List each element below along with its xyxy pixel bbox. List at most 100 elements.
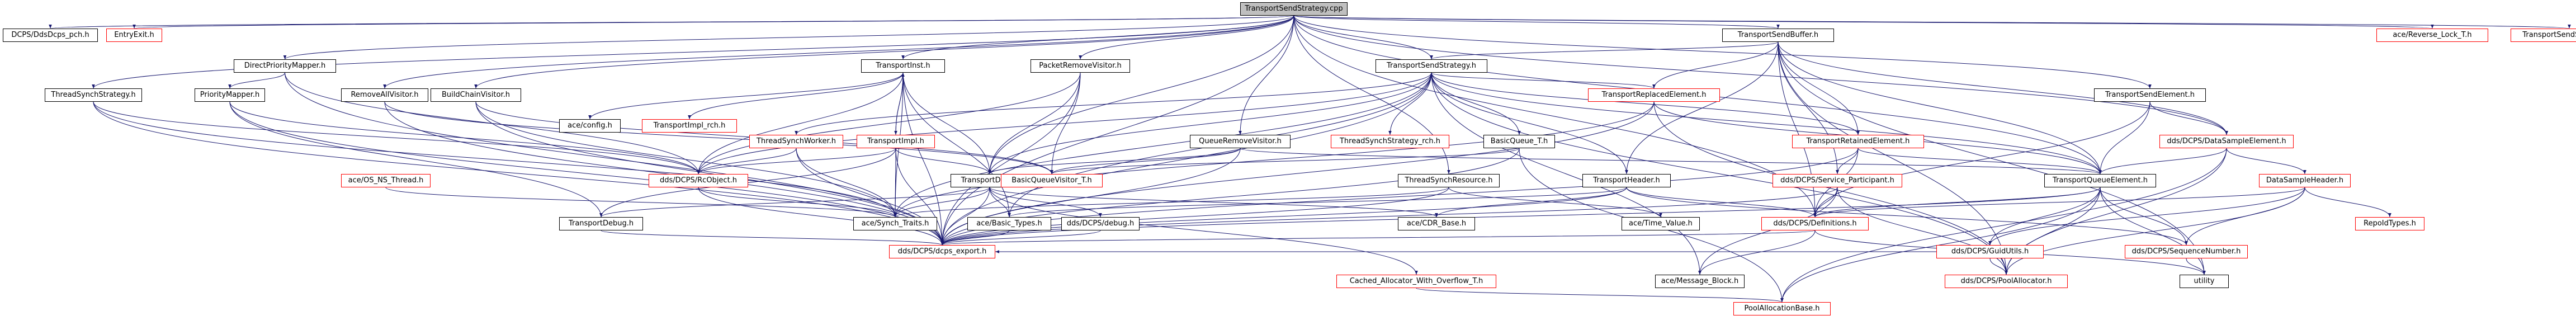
graph-node-dpm[interactable]: DirectPriorityMapper.h [234,59,336,73]
graph-node-pab[interactable]: PoolAllocationBase.h [1733,302,1831,315]
graph-node-synch[interactable]: ace/Synch_Traits.h [853,217,937,230]
graph-node-seqnum[interactable]: dds/DCPS/SequenceNumber.h [2125,245,2248,258]
edge-tsr-to-acetime [1449,187,1662,217]
graph-node-tinst[interactable]: TransportInst.h [861,59,945,73]
edge-timpl-to-synch [894,148,897,217]
graph-node-defs[interactable]: dds/DCPS/Definitions.h [1761,217,1869,230]
edge-bqt-to-bqv [1050,148,1519,174]
edge-th-to-basictypes [1008,187,1627,217]
edge-root-to-tsstrat [1294,16,1433,59]
graph-node-ddsdebug[interactable]: dds/DCPS/debug.h [1061,217,1140,230]
edge-root-to-tse [1294,16,2152,88]
edge-tss-to-rcobj [93,102,700,174]
graph-node-entryexit[interactable]: EntryExit.h [106,29,162,42]
edge-timpl-to-tdebug [599,148,896,217]
graph-node-tss[interactable]: ThreadSynchStrategy.h [45,88,142,102]
edge-root-to-tsb [1294,16,1780,29]
graph-node-export[interactable]: dds/DCPS/dcps_export.h [889,245,995,258]
edge-root-to-export [940,16,1294,245]
edge-prv-to-tdefs [988,73,1080,174]
edge-tdefs-to-ddsdebug [990,187,1102,217]
edge-qrv-to-tdefs [988,148,1240,174]
edge-tdefs-to-basictypes [990,187,1011,217]
graph-node-guid[interactable]: dds/DCPS/GuidUtils.h [1936,245,2044,258]
graph-node-bqt[interactable]: BasicQueue_T.h [1483,135,1555,148]
graph-node-cached[interactable]: Cached_Allocator_With_Overflow_T.h [1336,275,1496,288]
edge-dse-to-tqe [2098,148,2227,174]
graph-node-qrv[interactable]: QueueRemoveVisitor.h [1190,135,1291,148]
edge-tse-to-dse [2150,102,2228,135]
edge-dpm-to-export [285,73,944,245]
edge-tsstrat-to-bqt [1431,73,1521,135]
graph-node-timpl[interactable]: TransportImpl.h [857,135,935,148]
graph-node-ace_os[interactable]: ace/OS_NS_Thread.h [341,174,431,187]
graph-node-tsstrat[interactable]: TransportSendStrategy.h [1376,59,1487,73]
graph-node-bv[interactable]: BuildChainVisitor.h [431,88,521,102]
edge-root-to-tinst [901,16,1294,59]
graph-node-dsh[interactable]: DataSampleHeader.h [2259,174,2351,187]
graph-node-tssinl[interactable]: TransportSendStrategy.inl [2511,29,2576,42]
edge-rav-to-bqv [385,102,1053,174]
edge-ace_os-to-synch [386,187,897,217]
edge-tsstrat-to-tret [1431,73,1860,135]
edge-root-to-revlock [1294,16,2433,29]
edge-tsstrat-to-rcobj [697,73,1431,174]
edge-root-to-rav [383,16,1294,88]
graph-node-th[interactable]: TransportHeader.h [1582,174,1671,187]
graph-node-msgblock[interactable]: ace/Message_Block.h [1655,275,1745,288]
graph-node-utility[interactable]: utility [2180,275,2229,288]
graph-node-tse[interactable]: TransportSendElement.h [2094,88,2206,102]
edge-root-to-tssinl [1294,16,2570,29]
graph-node-aceconfig[interactable]: ace/config.h [559,119,621,133]
graph-node-pm[interactable]: PriorityMapper.h [195,88,265,102]
graph-node-tqe[interactable]: TransportQueueElement.h [2044,174,2156,187]
graph-node-basictypes[interactable]: ace/Basic_Types.h [967,217,1051,230]
edge-root-to-defs [1294,16,1817,217]
edge-tqe-to-export [940,187,2100,245]
edge-dsh-to-defs [1813,187,2305,217]
edge-tsb-to-tqe [1778,42,2102,174]
edge-timpl-to-tdefs [896,148,991,174]
edge-defs-to-export [941,230,1815,245]
edge-tsw-to-rcobj [697,148,796,174]
graph-node-cdrbase[interactable]: ace/CDR_Base.h [1398,217,1475,230]
edge-tsr-to-synch [894,187,1449,217]
graph-node-tinst_rch[interactable]: TransportImpl_rch.h [642,119,737,133]
edge-tsb-to-sp [1778,42,1839,174]
edge-dsh-to-poolalloc [2005,187,2305,275]
edge-sp-to-msgblock [1698,187,1837,275]
graph-node-tre[interactable]: TransportReplacedElement.h [1588,88,1720,102]
graph-node-sp[interactable]: dds/DCPS/Service_Participant.h [1773,174,1902,187]
graph-node-tsb[interactable]: TransportSendBuffer.h [1722,29,1834,42]
graph-node-tret[interactable]: TransportRetainedElement.h [1792,135,1924,148]
graph-node-revlock[interactable]: ace/Reverse_Lock_T.h [2376,29,2488,42]
graph-node-repoid[interactable]: RepoIdTypes.h [2355,217,2424,230]
edge-tsw-to-synch [796,148,897,217]
edge-tqe-to-utility [2100,187,2206,275]
graph-node-rcobj[interactable]: dds/DCPS/RcObject.h [649,174,748,187]
graph-node-prv[interactable]: PacketRemoveVisitor.h [1031,59,1130,73]
graph-node-tss_rch[interactable]: ThreadSynchStrategy_rch.h [1331,135,1449,148]
graph-node-tsr[interactable]: ThreadSynchResource.h [1398,174,1500,187]
graph-node-rav[interactable]: RemoveAllVisitor.h [341,88,428,102]
edge-timpl-to-rcobj [697,148,896,174]
graph-node-pch[interactable]: DCPS/DdsDcps_pch.h [3,29,98,42]
edge-root-to-dse [1294,16,2228,135]
graph-node-dse[interactable]: dds/DCPS/DataSampleElement.h [2159,135,2294,148]
graph-node-bqv[interactable]: BasicQueueVisitor_T.h [1001,174,1103,187]
graph-node-root: TransportSendStrategy.cpp [1240,2,1348,16]
graph-node-acetime[interactable]: ace/Time_Value.h [1622,217,1700,230]
graph-node-poolalloc[interactable]: dds/DCPS/PoolAllocator.h [1945,275,2068,288]
graph-node-tsw[interactable]: ThreadSynchWorker.h [749,135,843,148]
edge-dsh-to-guid [1988,187,2305,245]
edge-tsb-to-defs [1778,42,1817,217]
edge-bv-to-synch [476,102,897,217]
edge-tsstrat-to-tss_rch [1388,73,1431,135]
edge-sp-to-poolalloc [1837,187,2008,275]
graph-node-tdebug[interactable]: TransportDebug.h [559,217,643,230]
edge-dse-to-pab [1780,148,2227,302]
edge-tsb-to-dse [1778,42,2228,135]
edge-tinst-to-rcobj [697,73,903,174]
edge-tsb-to-th [1625,42,1778,174]
